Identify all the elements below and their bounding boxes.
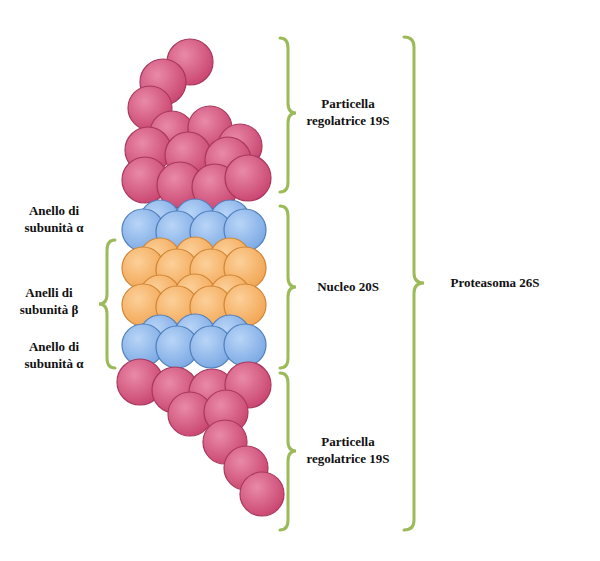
bracket-group: [99, 37, 424, 530]
bracket: [280, 206, 296, 368]
ring-label: Anello di subunità α: [8, 203, 100, 237]
bracket: [404, 37, 424, 530]
ring-label: Anello di subunità α: [8, 339, 100, 373]
complex-label: Proteasoma 26S: [430, 275, 560, 292]
subunit-circle: [225, 155, 271, 201]
bracket: [280, 38, 296, 192]
bracket: [280, 373, 296, 530]
subunit-group: [117, 39, 284, 516]
subunit-circle: [240, 472, 284, 516]
region-label: Particella regolatrice 19S: [300, 96, 396, 130]
subunit-circle: [224, 324, 266, 366]
region-label: Nucleo 20S: [300, 279, 396, 296]
region-label: Particella regolatrice 19S: [300, 434, 396, 468]
bracket: [99, 240, 115, 368]
ring-label: Anelli di subunità β: [4, 285, 94, 319]
